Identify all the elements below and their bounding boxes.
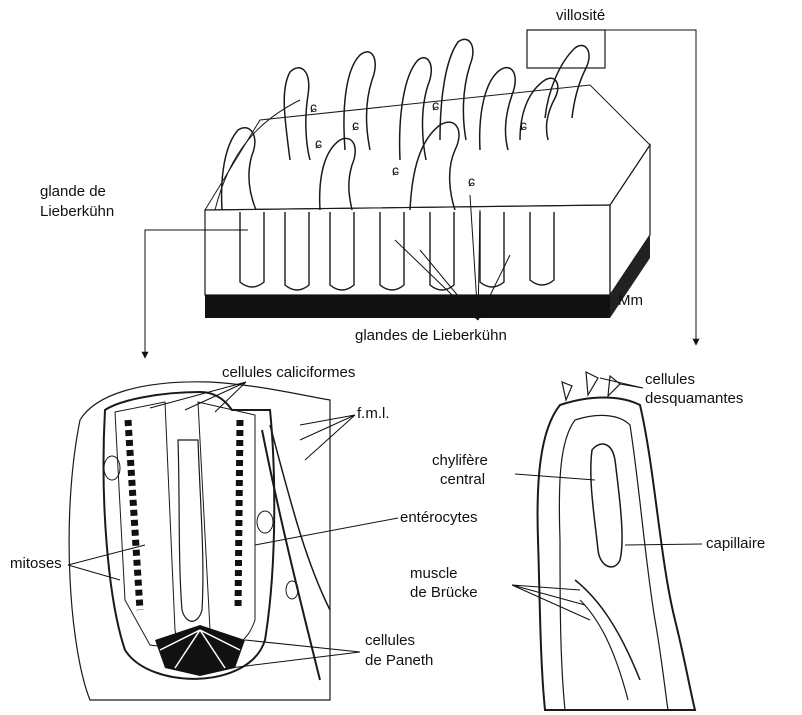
glandes-lieberkuhn-label: glandes de Lieberkühn (355, 327, 507, 344)
villi: ɕ ɕ ɕ ɕ ɕ ɕ ɕ (222, 39, 590, 210)
glande-arrow (145, 230, 248, 358)
svg-text:ɕ: ɕ (352, 117, 359, 133)
paneth-label-line2: de Paneth (365, 652, 433, 669)
mitoses-label: mitoses (10, 555, 62, 572)
brucke-label-line2: de Brücke (410, 584, 478, 601)
gland-section (69, 382, 330, 700)
villosite-label: villosité (556, 7, 605, 24)
enterocytes-label: entérocytes (400, 509, 478, 526)
chylifere-label-line1: chylifère (432, 452, 488, 469)
svg-text:ɕ: ɕ (432, 97, 439, 113)
svg-text:ɕ: ɕ (468, 173, 475, 189)
svg-text:ɕ: ɕ (310, 99, 317, 115)
capillaire-label: capillaire (706, 535, 765, 552)
cellules-caliciformes-label: cellules caliciformes (222, 364, 355, 381)
desquamantes-label-line2: desquamantes (645, 390, 743, 407)
brucke-label-line1: muscle (410, 565, 458, 582)
mm-label: Mm (618, 292, 643, 309)
desquamantes-label-line1: cellules (645, 371, 695, 388)
glande-label-line2: Lieberkühn (40, 203, 114, 220)
mucosa-block (205, 85, 650, 318)
svg-text:ɕ: ɕ (392, 162, 399, 178)
fml-label: f.m.l. (357, 405, 390, 422)
glande-label-line1: glande de (40, 183, 106, 200)
chylifere-label-line2: central (440, 471, 485, 488)
svg-text:ɕ: ɕ (315, 135, 322, 151)
villus-section (538, 372, 695, 710)
paneth-label-line1: cellules (365, 632, 415, 649)
svg-text:ɕ: ɕ (520, 117, 527, 133)
lieberkuhn-glands (240, 212, 554, 290)
villosite-box (527, 30, 605, 68)
